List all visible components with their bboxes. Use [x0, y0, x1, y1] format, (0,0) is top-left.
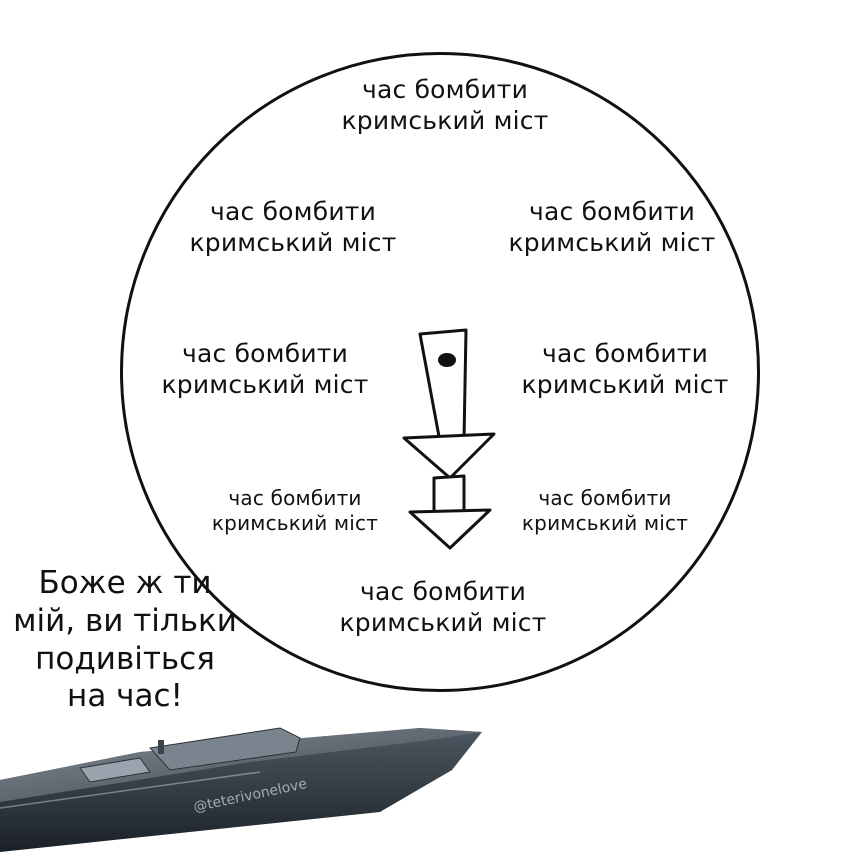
label-line-1: час бомбити: [181, 339, 349, 368]
clock-label-lower-left: час бомбити кримський міст: [200, 486, 390, 536]
label-line-2: кримський міст: [211, 511, 379, 535]
drone-boat-icon: [0, 727, 482, 852]
label-line-2: кримський міст: [339, 608, 547, 638]
label-line-1: час бомбити: [538, 486, 672, 510]
label-line-1: час бомбити: [359, 577, 527, 606]
label-line-1: час бомбити: [361, 75, 529, 104]
label-line-2: кримський міст: [161, 370, 369, 400]
clock-label-lower-right: час бомбити кримський міст: [510, 486, 700, 536]
clock-label-bottom: час бомбити кримський міст: [328, 576, 558, 639]
clock-label-top: час бомбити кримський міст: [330, 74, 560, 137]
clock-label-right: час бомбити кримський міст: [510, 338, 740, 401]
caption-text: Боже ж ти мій, ви тільки подивіться на ч…: [0, 565, 250, 716]
label-line-1: час бомбити: [541, 339, 709, 368]
label-line-2: кримський міст: [508, 228, 716, 258]
label-line-1: час бомбити: [528, 197, 696, 226]
label-line-1: час бомбити: [209, 197, 377, 226]
caption-line-4: на час!: [67, 678, 183, 715]
caption-line-2: мій, ви тільки: [13, 602, 237, 639]
label-line-2: кримський міст: [341, 106, 549, 136]
clock-label-left: час бомбити кримський міст: [150, 338, 380, 401]
label-line-2: кримський міст: [521, 511, 689, 535]
caption-line-1: Боже ж ти: [38, 565, 212, 601]
label-line-2: кримський міст: [189, 228, 397, 258]
clock-label-upper-right: час бомбити кримський міст: [497, 196, 727, 259]
clock-label-upper-left: час бомбити кримський міст: [178, 196, 408, 259]
label-line-2: кримський міст: [521, 370, 729, 400]
label-line-1: час бомбити: [228, 486, 362, 510]
clock-face: [120, 52, 760, 692]
caption-line-3: подивіться: [35, 640, 215, 677]
